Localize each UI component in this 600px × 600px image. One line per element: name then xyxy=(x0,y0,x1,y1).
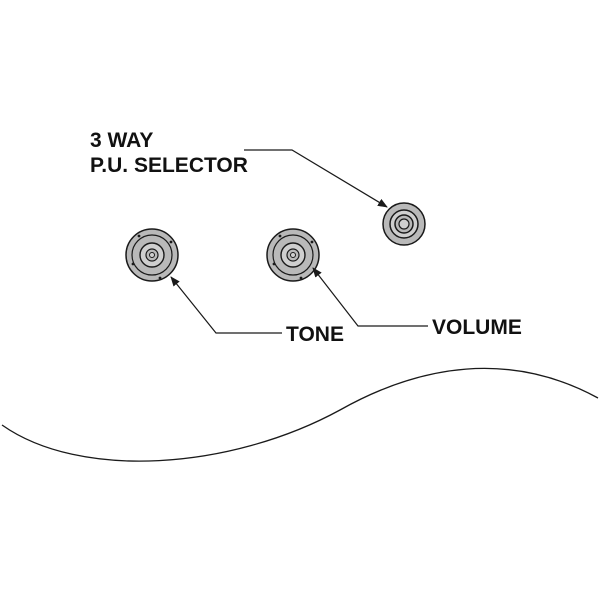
selector-leader-line xyxy=(244,149,388,208)
tone-leader-line xyxy=(170,276,282,334)
volume-label: VOLUME xyxy=(432,316,522,339)
selector-switch-icon xyxy=(382,202,426,246)
tone-label: TONE xyxy=(286,323,344,346)
guitar-body-edge-icon xyxy=(1,367,599,462)
selector-label-line2: P.U. SELECTOR xyxy=(90,154,248,177)
volume-knob-icon xyxy=(266,228,320,282)
selector-label-line1: 3 WAY xyxy=(90,129,153,152)
volume-leader-line xyxy=(312,267,428,327)
tone-knob-icon xyxy=(125,228,179,282)
